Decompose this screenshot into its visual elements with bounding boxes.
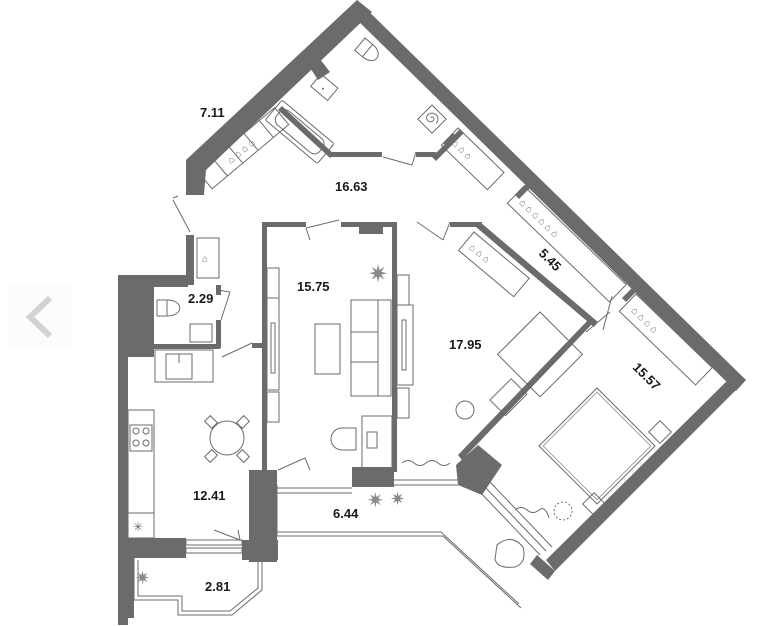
bedroom-1-fixtures [396,274,584,466]
balcony-plants: ✷ ✷ ✷ [135,489,405,588]
kitchen-fixtures: ✳ [127,349,251,539]
room-area-hallway: 16.63 [335,179,368,194]
exterior-walls [118,0,746,625]
prev-image-button[interactable] [8,285,72,349]
svg-text:✷: ✷ [368,261,388,288]
doors [172,151,613,541]
svg-text:✷: ✷ [367,490,384,512]
svg-text:⌂ ⌂ ⌂: ⌂ ⌂ ⌂ [466,242,491,266]
svg-text:⌂: ⌂ [202,254,208,265]
room-area-toilet: 2.29 [188,291,213,306]
room-area-kitchen: 12.41 [193,488,226,503]
chevron-left-icon [25,295,53,339]
balcony-outlines [133,479,553,616]
bedroom-2-fixtures [494,387,673,568]
toilet-fixtures [156,299,213,343]
living-room-fixtures: ✷ [266,261,393,469]
svg-text:⌂ ⌂ ⌂: ⌂ ⌂ ⌂ [449,138,474,162]
room-area-bathroom: 7.11 [200,105,225,120]
room-labels: 7.11 16.63 15.75 17.95 5.45 15.57 2.29 1… [188,105,663,594]
svg-text:✷: ✷ [390,489,405,509]
interior-walls [118,54,636,618]
svg-text:✷: ✷ [135,568,150,588]
bathroom-fixtures [265,37,447,164]
svg-text:✳: ✳ [133,520,143,534]
room-area-balcony-small: 2.81 [205,579,230,594]
room-area-balcony-main: 6.44 [333,506,359,521]
room-area-bedroom-2: 15.57 [630,360,664,394]
room-area-closet: 5.45 [536,246,565,275]
room-area-bedroom-1: 17.95 [449,337,482,352]
room-area-living-room: 15.75 [297,279,330,294]
